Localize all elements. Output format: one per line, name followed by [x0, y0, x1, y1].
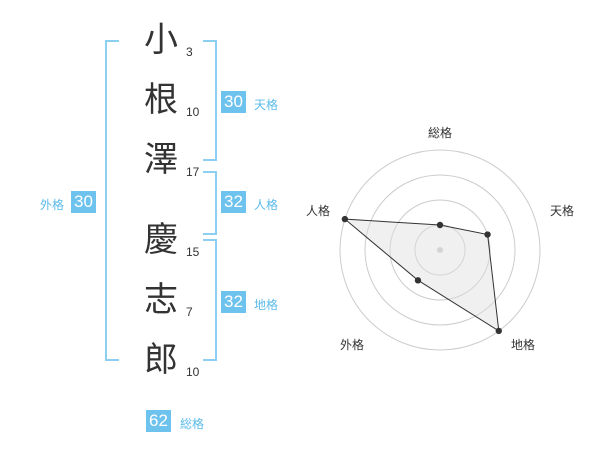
- radar-ring-2: [389, 199, 491, 301]
- soukaku-label: 総格: [180, 417, 205, 431]
- stroke-count-4: 15: [186, 245, 200, 259]
- radar-point-3: [414, 277, 422, 284]
- name-char-6: 郎: [144, 340, 178, 380]
- gaikaku-bracket: [105, 40, 119, 361]
- name-char-1: 小: [144, 20, 178, 60]
- jinkaku-score: 32: [221, 191, 246, 213]
- stroke-count-3: 17: [186, 165, 200, 179]
- stroke-count-1: 3: [186, 45, 193, 59]
- name-char-2: 根: [144, 80, 178, 120]
- radar-axis-label-soukaku: 総格: [428, 126, 453, 140]
- name-char-4: 慶: [144, 220, 178, 260]
- chikaku-bracket: [203, 239, 217, 361]
- tenkaku-score: 30: [221, 91, 246, 113]
- radar-axis-label-chikaku: 地格: [511, 338, 536, 352]
- gaikaku-score: 30: [71, 191, 96, 213]
- radar-point-4: [341, 215, 349, 223]
- tenkaku-bracket: [203, 40, 217, 161]
- stroke-count-5: 7: [186, 305, 193, 319]
- radar-axis-label-tenkaku: 天格: [550, 204, 575, 218]
- jinkaku-label: 人格: [254, 198, 279, 212]
- tenkaku-label: 天格: [254, 98, 279, 112]
- jinkaku-bracket: [203, 171, 217, 235]
- name-char-3: 澤: [144, 140, 178, 180]
- radar-axis-label-gaikaku: 外格: [340, 338, 365, 352]
- chikaku-label: 地格: [254, 298, 279, 312]
- radar-axis-label-jinkaku: 人格: [306, 204, 331, 218]
- radar-point-1: [484, 231, 491, 238]
- chikaku-score: 32: [221, 291, 246, 313]
- radar-point-0: [436, 221, 444, 229]
- radar-point-2: [495, 327, 502, 335]
- gaikaku-label: 外格: [40, 198, 65, 212]
- soukaku-score: 62: [146, 410, 171, 432]
- name-char-5: 志: [144, 280, 178, 320]
- radar-center: [437, 247, 443, 253]
- radar-ring-3: [364, 174, 516, 326]
- stroke-count-2: 10: [186, 105, 200, 119]
- stroke-count-6: 10: [186, 365, 200, 379]
- radar-ring-4: [339, 149, 541, 351]
- radar-series-polygon: [343, 218, 500, 332]
